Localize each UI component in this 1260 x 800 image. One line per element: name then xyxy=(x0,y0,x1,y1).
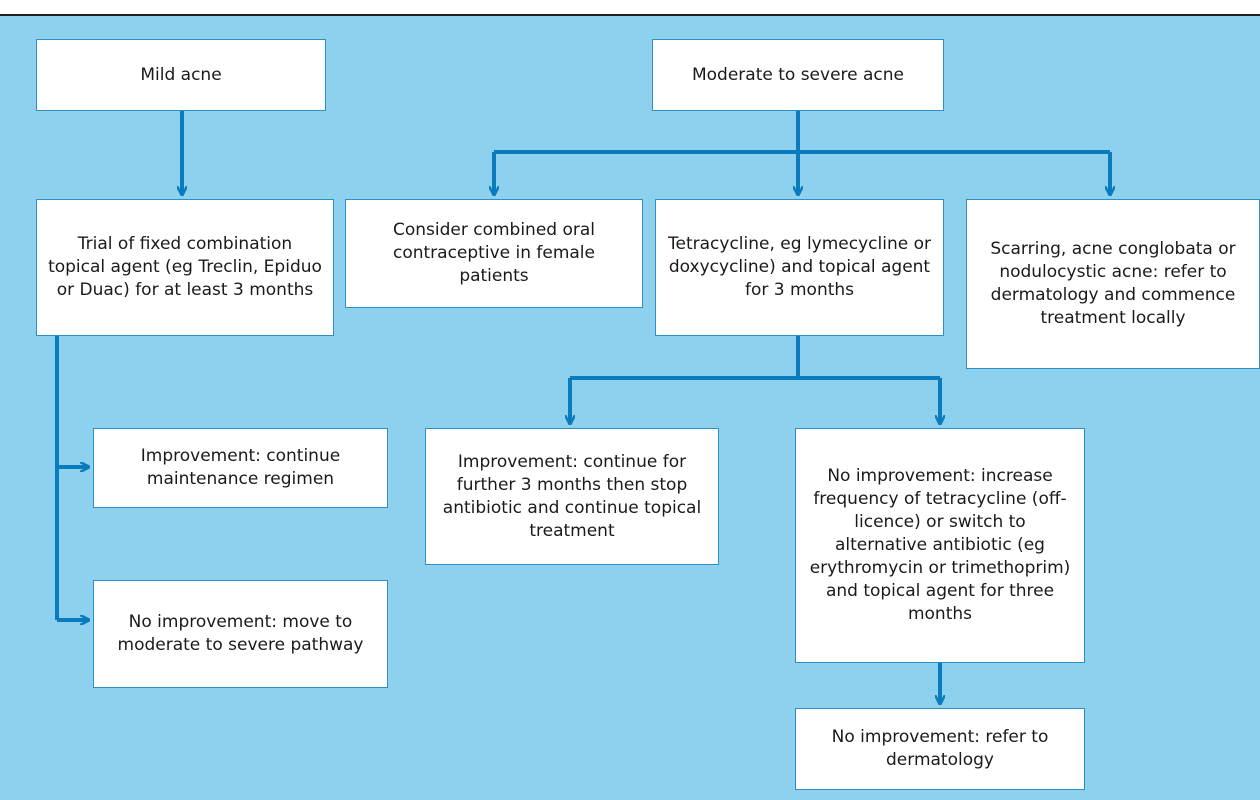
node-no-improvement-increase-label: No improvement: increase frequency of te… xyxy=(809,466,1071,624)
node-tetracycline: Tetracycline, eg lymecycline or doxycycl… xyxy=(655,199,944,336)
node-no-improvement-refer: No improvement: refer to dermatology xyxy=(795,708,1085,790)
node-improvement-maintenance-label: Improvement: continue maintenance regime… xyxy=(140,446,341,489)
node-no-improvement-move-label: No improvement: move to moderate to seve… xyxy=(117,612,364,655)
node-mild-acne-label: Mild acne xyxy=(140,64,222,85)
node-moderate-to-severe-acne-label: Moderate to severe acne xyxy=(691,64,905,85)
node-scarring-refer-label: Scarring, acne conglobata or nodulocysti… xyxy=(990,239,1236,328)
node-no-improvement-increase: No improvement: increase frequency of te… xyxy=(795,428,1085,663)
node-combined-oral-contraceptive-label: Consider combined oral contraceptive in … xyxy=(392,220,596,286)
node-no-improvement-refer-label: No improvement: refer to dermatology xyxy=(831,727,1049,770)
node-trial-topical-label: Trial of fixed combination topical agent… xyxy=(48,234,322,300)
node-improvement-further-label: Improvement: continue for further 3 mont… xyxy=(442,451,702,541)
node-no-improvement-move: No improvement: move to moderate to seve… xyxy=(93,580,388,688)
node-tetracycline-label: Tetracycline, eg lymecycline or doxycycl… xyxy=(668,234,931,300)
node-mild-acne: Mild acne xyxy=(36,39,326,111)
node-combined-oral-contraceptive: Consider combined oral contraceptive in … xyxy=(345,199,643,308)
node-improvement-maintenance: Improvement: continue maintenance regime… xyxy=(93,428,388,508)
node-scarring-refer: Scarring, acne conglobata or nodulocysti… xyxy=(966,199,1260,369)
node-trial-topical: Trial of fixed combination topical agent… xyxy=(36,199,334,336)
node-improvement-further: Improvement: continue for further 3 mont… xyxy=(425,428,719,565)
node-moderate-to-severe-acne: Moderate to severe acne xyxy=(652,39,944,111)
